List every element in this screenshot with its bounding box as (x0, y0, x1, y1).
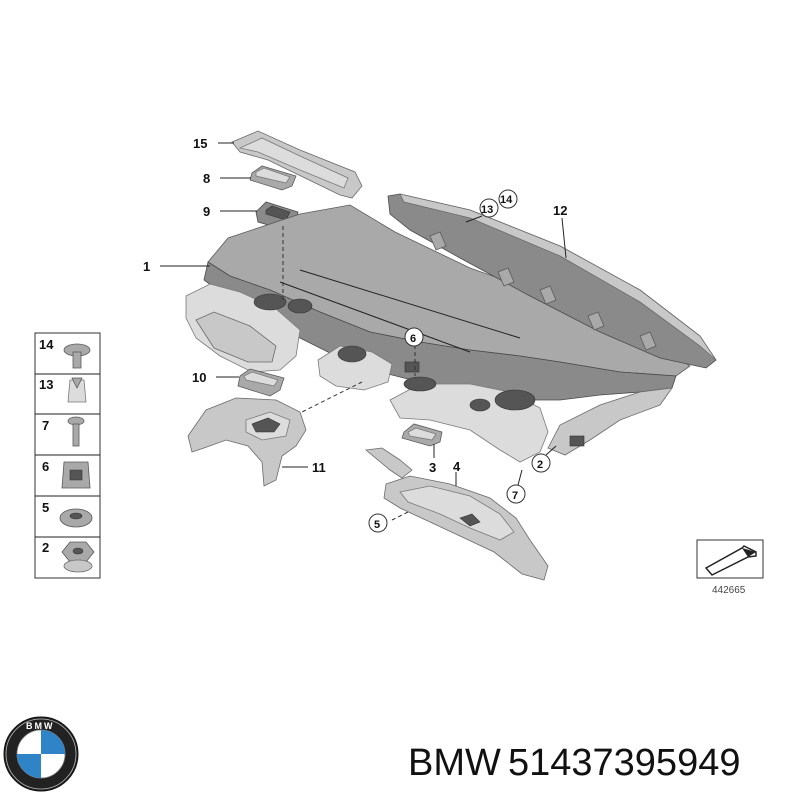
legend-label-5: 5 (42, 500, 49, 515)
expansion-clip-icon (67, 377, 87, 403)
washer-nut-icon (59, 508, 93, 528)
part-4-bracket (365, 447, 549, 581)
spring-clip-icon (61, 461, 91, 489)
part-number: 51437395949 (508, 742, 740, 784)
label-3: 3 (429, 460, 436, 475)
reference-box: 442665 (696, 539, 764, 596)
part-12-shelf-strip (387, 193, 717, 369)
label-15: 15 (193, 136, 207, 151)
part-8-cover (249, 165, 297, 191)
brand-name: BMW (408, 742, 501, 784)
label-8: 8 (203, 171, 210, 186)
screw-icon (67, 416, 85, 447)
legend-label-7: 7 (42, 418, 49, 433)
label-10: 10 (192, 370, 206, 385)
label-12: 12 (553, 203, 567, 218)
bmw-roundel-logo: BMW (3, 716, 79, 792)
legend-label-13: 13 (39, 377, 53, 392)
bmw-logo-letters: BMW (26, 721, 55, 731)
label-1: 1 (143, 259, 150, 274)
fastener-legend: 14 13 7 6 5 2 (34, 332, 101, 579)
label-4: 4 (453, 459, 461, 474)
label-9: 9 (203, 204, 210, 219)
hex-nut-icon (61, 541, 95, 573)
legend-label-14: 14 (39, 337, 54, 352)
part-3-clip (401, 423, 443, 447)
legend-label-2: 2 (42, 540, 49, 555)
legend-label-6: 6 (42, 459, 49, 474)
label-5: 5 (374, 519, 380, 531)
reference-number: 442665 (712, 585, 746, 596)
part-1-parcel-shelf (185, 204, 691, 463)
part-10-cap (237, 368, 285, 397)
label-6: 6 (410, 333, 416, 345)
label-7: 7 (512, 490, 518, 502)
direction-arrow-icon (704, 545, 757, 576)
bolt-with-clip-icon (63, 343, 91, 369)
label-13: 13 (481, 204, 493, 216)
part-15-cover (231, 130, 363, 199)
label-14: 14 (500, 194, 513, 206)
part-11-bracket (187, 397, 307, 487)
label-11: 11 (312, 460, 326, 475)
label-2: 2 (537, 459, 543, 471)
